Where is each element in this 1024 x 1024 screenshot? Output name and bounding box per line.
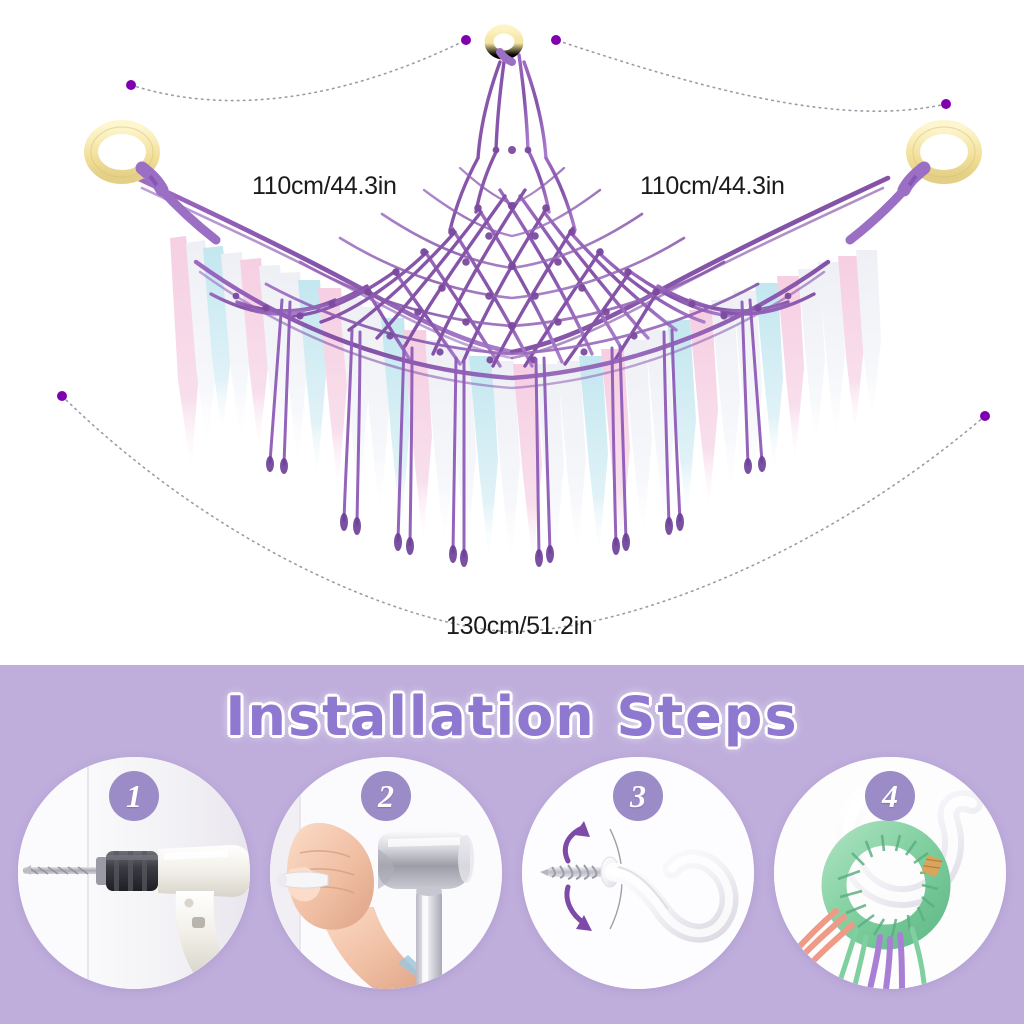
step-badge-1: 1 <box>109 771 159 821</box>
step-4-hang-ring: 4 <box>774 757 1006 989</box>
hanging-ring-left <box>84 120 221 245</box>
hanging-cords <box>268 298 764 558</box>
step-1-drill-hole: 1 <box>18 757 250 989</box>
product-illustration <box>57 24 990 633</box>
cord-tips <box>266 456 766 567</box>
macrame-knots <box>232 146 792 364</box>
macrame-net <box>134 53 891 390</box>
dimension-label-bottom: 130cm/51.2in <box>446 612 593 640</box>
dimension-endpoints <box>57 35 990 421</box>
product-photo-panel: 110cm/44.3in 110cm/44.3in 130cm/51.2in <box>57 24 990 640</box>
hanging-ring-apex <box>484 24 524 66</box>
step-3-screw-hook: 3 <box>522 757 754 989</box>
hammer-icon <box>270 757 502 989</box>
step-badge-3: 3 <box>613 771 663 821</box>
dimension-guides <box>61 39 986 633</box>
step-badge-2: 2 <box>361 771 411 821</box>
step-2-hammer-anchor: 2 <box>270 757 502 989</box>
step-badge-4: 4 <box>865 771 915 821</box>
dimension-label-left: 110cm/44.3in <box>252 172 397 200</box>
dimension-label-right: 110cm/44.3in <box>640 172 785 200</box>
installation-steps-panel: Installation Steps <box>0 665 1024 1024</box>
hanging-ring-right <box>845 120 982 245</box>
installation-steps-row: 1 <box>0 757 1024 1007</box>
installation-steps-title: Installation Steps <box>225 685 799 748</box>
